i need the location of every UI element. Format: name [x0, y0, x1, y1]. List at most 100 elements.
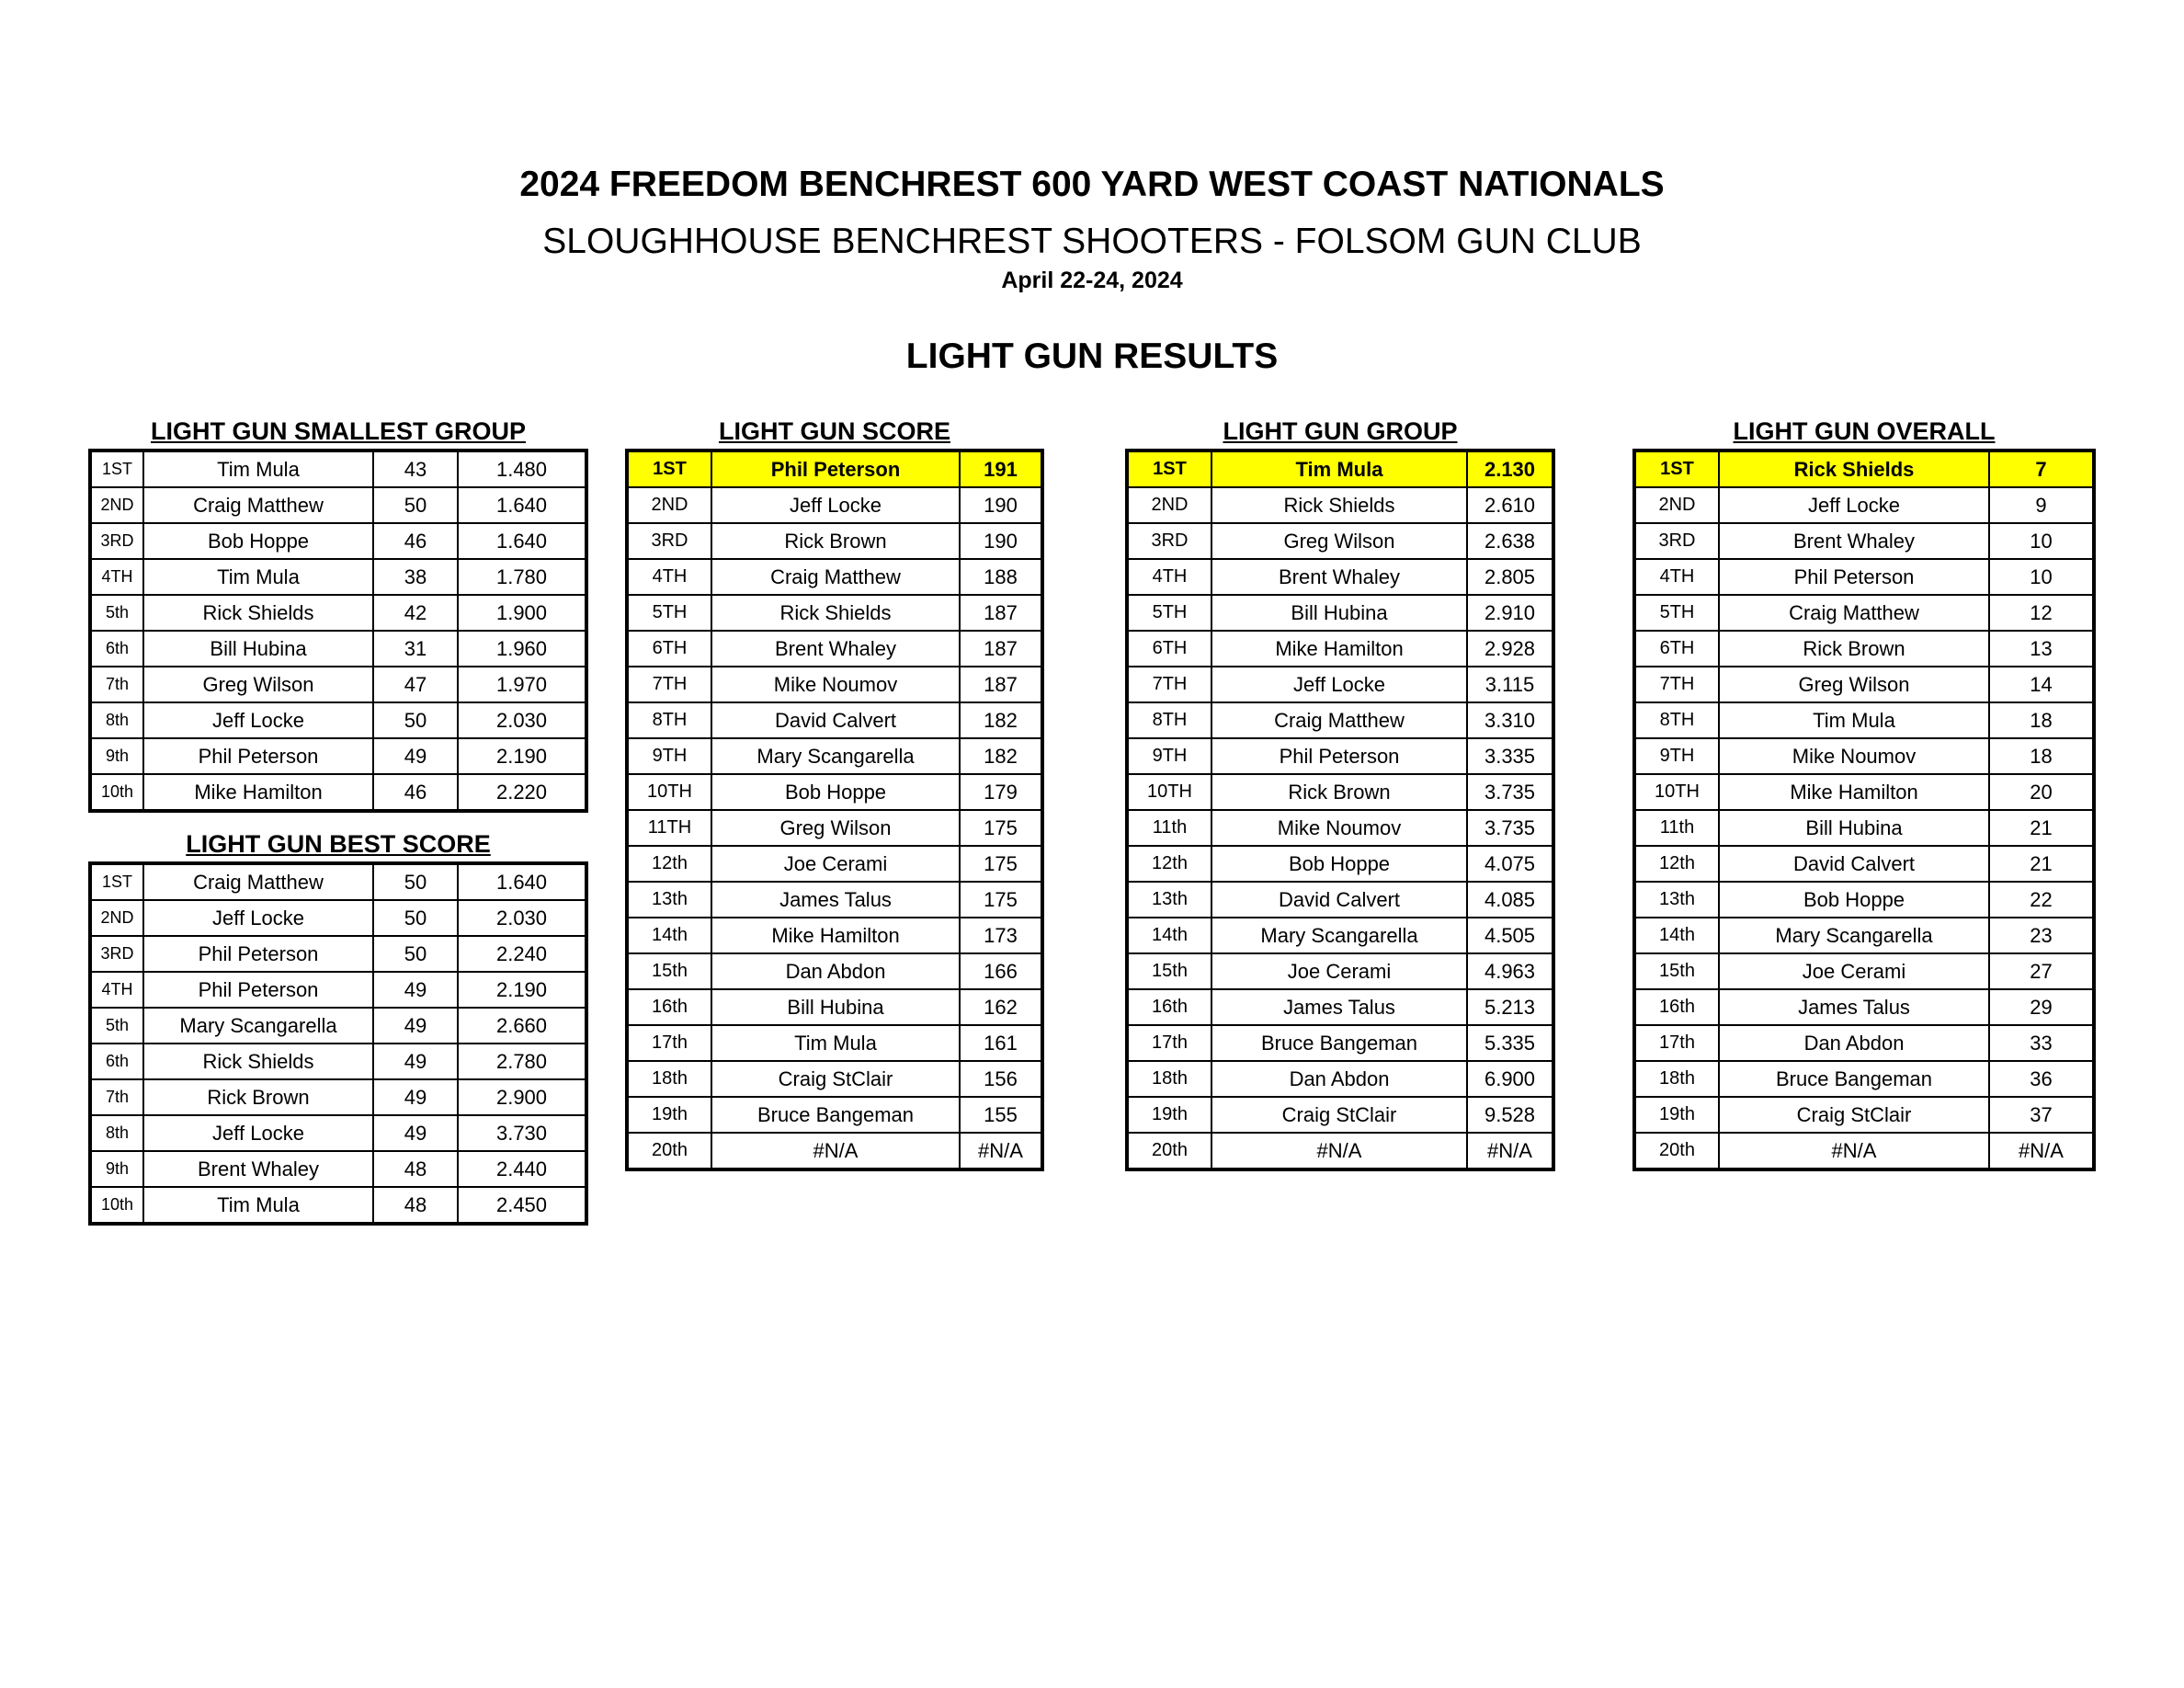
points-cell: 9 — [1988, 486, 2095, 524]
group-size-cell: 2.030 — [457, 899, 587, 937]
shooter-name-cell: Greg Wilson — [711, 809, 961, 847]
place-cell: 20th — [1126, 1132, 1212, 1170]
score-cell: 173 — [959, 917, 1043, 954]
score-cell: 179 — [959, 773, 1043, 811]
place-cell: 5TH — [1633, 594, 1720, 632]
score-cell: 49 — [372, 1043, 459, 1080]
shooter-name-cell: Mary Scangarella — [1211, 917, 1468, 954]
place-cell: 3RD — [1126, 522, 1212, 560]
place-cell: 19th — [1126, 1096, 1212, 1134]
shooter-name-cell: Craig Matthew — [1718, 594, 1990, 632]
points-cell: 20 — [1988, 773, 2095, 811]
shooter-name-cell: Craig StClair — [1718, 1096, 1990, 1134]
score-cell: 175 — [959, 881, 1043, 918]
place-cell: 18th — [1633, 1060, 1720, 1098]
shooter-name-cell: Mike Noumov — [711, 666, 961, 703]
place-cell: 10TH — [1633, 773, 1720, 811]
shooter-name-cell: Craig Matthew — [1211, 701, 1468, 739]
points-cell: 36 — [1988, 1060, 2095, 1098]
score-cell: 48 — [372, 1150, 459, 1188]
shooter-name-cell: Mary Scangarella — [711, 737, 961, 775]
shooter-name-cell: David Calvert — [711, 701, 961, 739]
shooter-name-cell: Bruce Bangeman — [711, 1096, 961, 1134]
group-size-cell: 3.115 — [1466, 666, 1554, 703]
shooter-name-cell: Tim Mula — [1211, 450, 1468, 488]
place-cell: 17th — [1126, 1024, 1212, 1062]
shooter-name-cell: Phil Peterson — [142, 737, 374, 775]
shooter-name-cell: Mary Scangarella — [1718, 917, 1990, 954]
place-cell: 19th — [626, 1096, 712, 1134]
shooter-name-cell: Mike Noumov — [1211, 809, 1468, 847]
score-cell: 187 — [959, 594, 1043, 632]
place-cell: 11th — [1633, 809, 1720, 847]
place-cell: 4TH — [1126, 558, 1212, 596]
shooter-name-cell: Mike Hamilton — [1718, 773, 1990, 811]
shooter-name-cell: Greg Wilson — [1211, 522, 1468, 560]
place-cell: 16th — [1126, 988, 1212, 1026]
points-cell: 7 — [1988, 450, 2095, 488]
score-cell: 46 — [372, 773, 459, 812]
points-cell: 21 — [1988, 845, 2095, 883]
group-size-cell: 1.640 — [457, 522, 587, 560]
score-cell: 191 — [959, 450, 1043, 488]
place-cell: 20th — [626, 1132, 712, 1170]
shooter-name-cell: James Talus — [711, 881, 961, 918]
place-cell: 3RD — [626, 522, 712, 560]
place-cell: 15th — [1126, 952, 1212, 990]
group-size-cell: 3.735 — [1466, 773, 1554, 811]
shooter-name-cell: Rick Shields — [142, 594, 374, 632]
shooter-name-cell: Tim Mula — [142, 1186, 374, 1225]
event-dates: April 22-24, 2024 — [1001, 268, 1183, 293]
shooter-name-cell: Joe Cerami — [711, 845, 961, 883]
place-cell: 1ST — [1633, 450, 1720, 488]
group-size-cell: 3.730 — [457, 1114, 587, 1152]
group-size-cell: 2.610 — [1466, 486, 1554, 524]
shooter-name-cell: Mike Hamilton — [1211, 630, 1468, 667]
smallest-group-title: LIGHT GUN SMALLEST GROUP — [151, 417, 526, 445]
place-cell: 17th — [626, 1024, 712, 1062]
place-cell: 12th — [1126, 845, 1212, 883]
place-cell: 3RD — [89, 935, 144, 973]
shooter-name-cell: Tim Mula — [1718, 701, 1990, 739]
shooter-name-cell: Craig StClair — [1211, 1096, 1468, 1134]
shooter-name-cell: Mike Noumov — [1718, 737, 1990, 775]
place-cell: 2ND — [1633, 486, 1720, 524]
shooter-name-cell: Rick Shields — [1211, 486, 1468, 524]
place-cell: 9TH — [626, 737, 712, 775]
place-cell: 14th — [626, 917, 712, 954]
score-cell: 38 — [372, 558, 459, 596]
place-cell: 4TH — [89, 558, 144, 596]
place-cell: 8TH — [1126, 701, 1212, 739]
group-size-cell: 2.240 — [457, 935, 587, 973]
group-size-cell: 1.900 — [457, 594, 587, 632]
score-cell: #N/A — [959, 1132, 1043, 1170]
shooter-name-cell: Bob Hoppe — [142, 522, 374, 560]
place-cell: 8TH — [626, 701, 712, 739]
points-cell: 18 — [1988, 737, 2095, 775]
